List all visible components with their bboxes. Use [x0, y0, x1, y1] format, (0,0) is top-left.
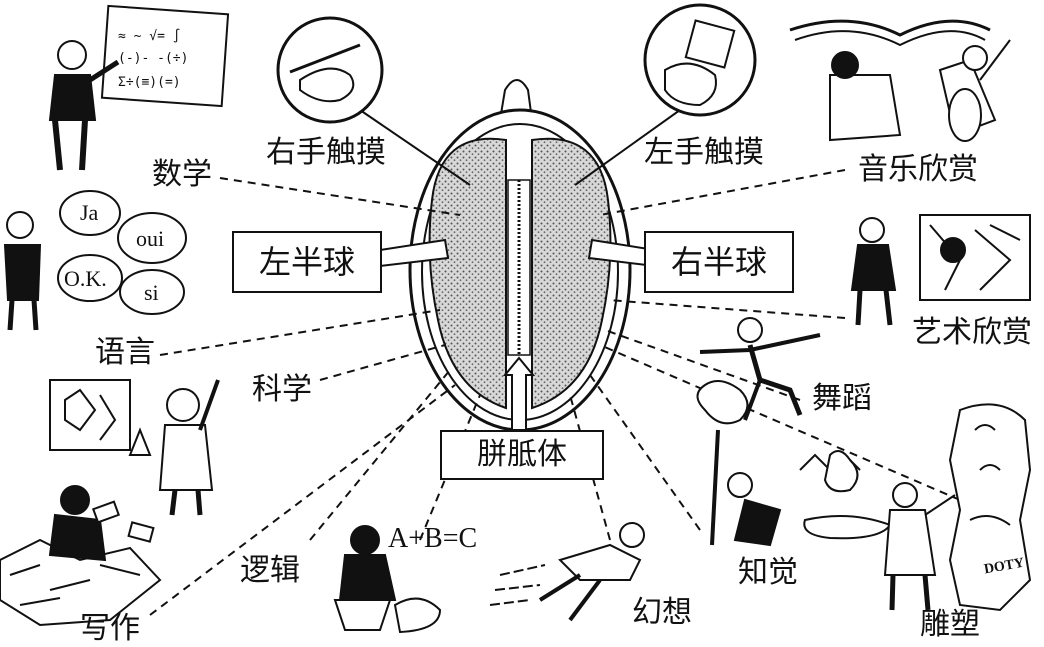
bubble-si: si [144, 280, 159, 305]
bubble-ok: O.K. [64, 266, 107, 291]
right-hand-touch-label: 右手触摸 [266, 135, 386, 170]
left-hand-touch-label: 左手触摸 [644, 135, 764, 170]
logic-figure [333, 525, 442, 634]
left-hemisphere-box: 左半球 [232, 231, 382, 293]
art-figure [850, 214, 1031, 326]
dance-label: 舞蹈 [812, 381, 872, 416]
music-figure [789, 19, 1011, 142]
science-label: 科学 [252, 372, 312, 407]
imagination-figure [489, 522, 645, 622]
writing-label: 写作 [80, 611, 140, 646]
sculpture-label: 雕塑 [920, 607, 980, 642]
pointer-arrows [359, 109, 681, 431]
perception-label: 知觉 [738, 555, 798, 590]
music-label: 音乐欣赏 [858, 152, 978, 187]
equation-text: A+B=C [388, 523, 478, 554]
math-label: 数学 [152, 157, 212, 192]
left-hand-circle [643, 3, 757, 117]
svg-text:≈ ~ √= ∫: ≈ ~ √= ∫ [118, 28, 181, 44]
sculpture-figure [883, 403, 1032, 612]
brain [408, 79, 632, 432]
logic-label: 逻辑 [240, 553, 300, 588]
left-hemisphere-shape [428, 137, 507, 410]
svg-text:(-)- -(÷): (-)- -(÷) [118, 51, 188, 66]
dance-figure [699, 317, 821, 421]
perception-figure [696, 380, 892, 547]
science-figure [49, 379, 220, 516]
writing-figure [0, 485, 162, 627]
right-hand-circle [276, 16, 384, 124]
right-hemisphere-shape [531, 137, 612, 410]
bubble-oui: oui [136, 226, 165, 251]
math-figure: ≈ ~ √= ∫ (-)- -(÷) Σ÷(≡)(=) [48, 4, 230, 171]
right-hemisphere-box: 右半球 [644, 231, 794, 293]
imagination-label: 幻想 [632, 595, 692, 630]
language-figure [3, 190, 187, 331]
bubble-ja: Ja [80, 200, 99, 225]
art-label: 艺术欣赏 [912, 315, 1032, 350]
corpus-callosum-box: 胼胝体 [440, 430, 604, 480]
language-label: 语言 [95, 335, 155, 370]
svg-text:Σ÷(≡)(=): Σ÷(≡)(=) [118, 75, 181, 90]
